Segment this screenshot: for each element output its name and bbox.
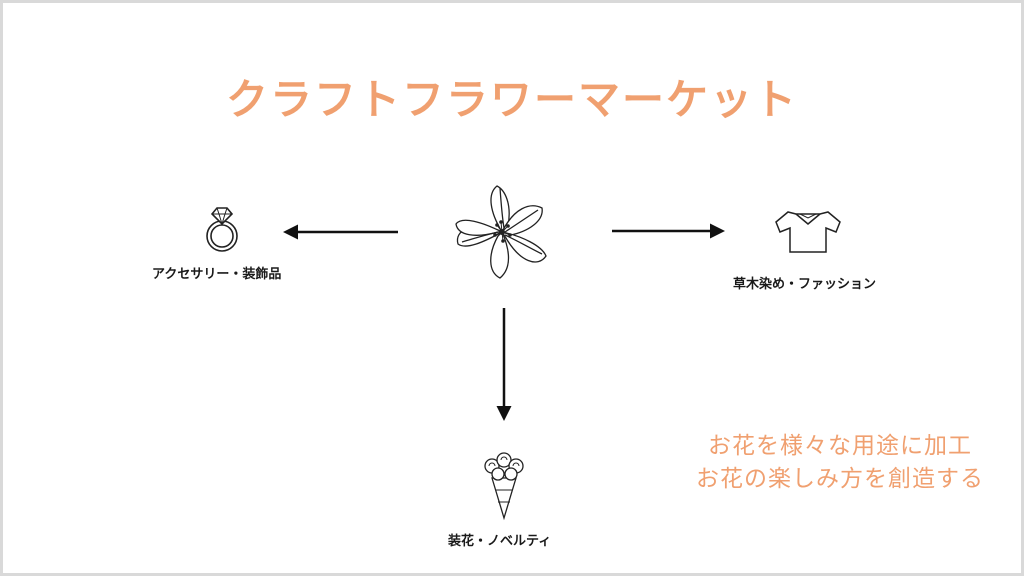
slide-title: クラフトフラワーマーケット [225,75,798,124]
branch-label-novelty: 装花・ノベルティ [448,534,552,549]
ring-icon [206,207,238,252]
tagline: お花を様々な用途に加工 お花の楽しみ方を創造する [680,430,1000,496]
shirt-icon [775,211,841,253]
branch-label-accessories: アクセサリー・装飾品 [152,267,282,282]
bouquet-icon [484,452,524,521]
branch-label-fashion: 草木染め・ファッション [733,277,877,292]
tagline-line-1: お花を様々な用途に加工 [708,433,972,459]
tagline-line-2: お花の楽しみ方を創造する [696,466,984,492]
flower-icon [455,185,547,279]
